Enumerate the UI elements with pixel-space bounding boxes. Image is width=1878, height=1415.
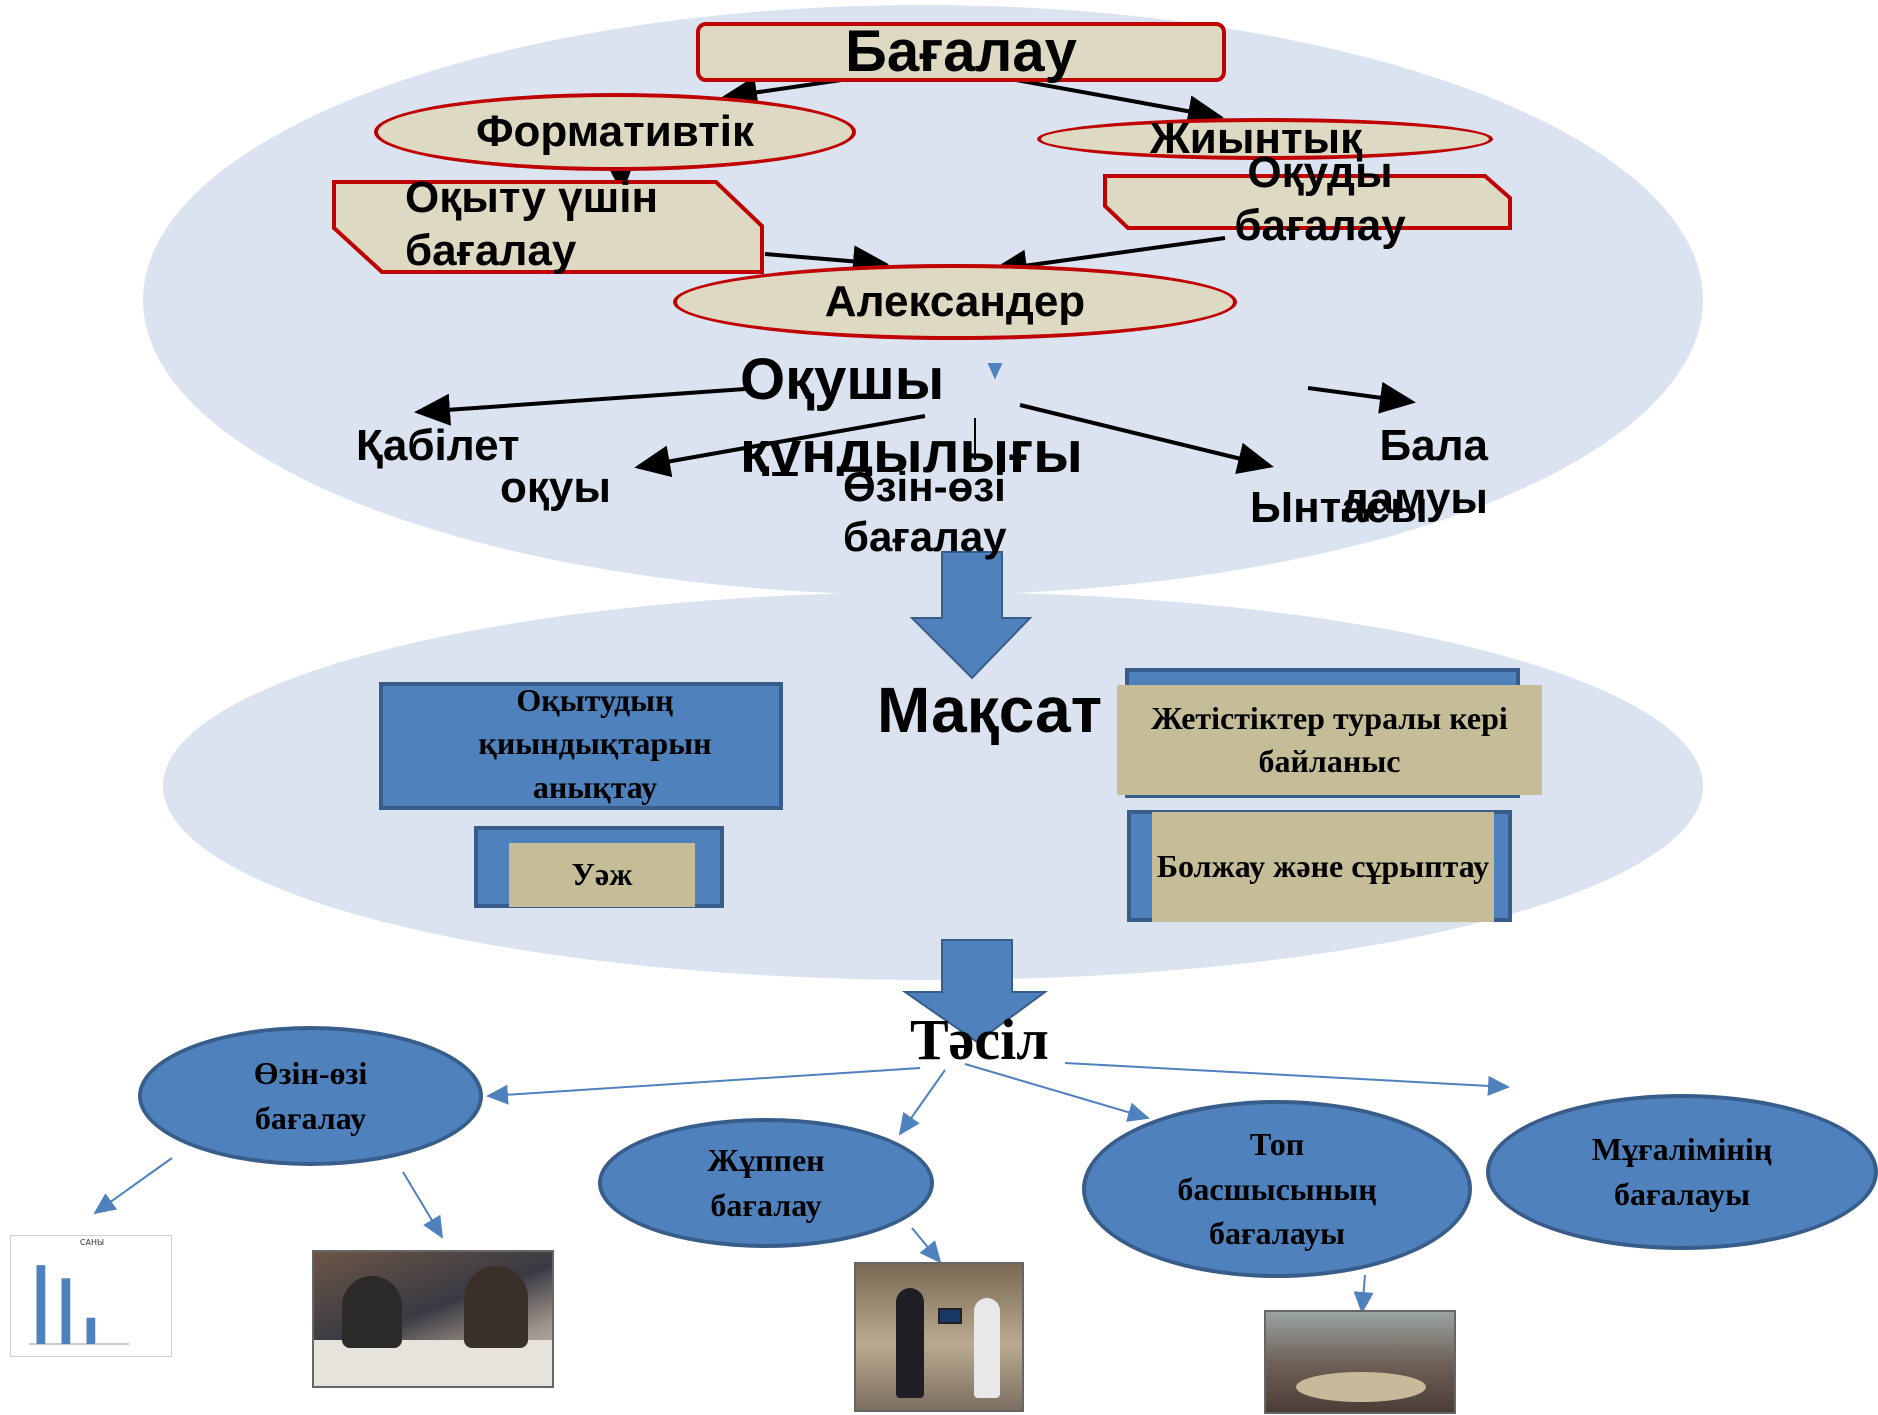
ability-label: Қабілет xyxy=(356,421,520,470)
mini-chart-bar xyxy=(86,1317,96,1344)
child-development-label: Бала дамуы xyxy=(1341,421,1488,523)
alexander-ellipse: Александер xyxy=(673,264,1237,340)
classroom-photo-group xyxy=(1264,1310,1456,1414)
photo-student-2 xyxy=(464,1266,528,1348)
photo-table xyxy=(1296,1372,1426,1402)
formative-ellipse: Формативтік xyxy=(374,93,856,171)
self-assessment-ellipse: Өзін-өзі бағалау xyxy=(138,1026,483,1166)
identify-difficulties-box xyxy=(379,682,783,810)
photo-person-1 xyxy=(896,1288,924,1398)
arrow-method-to-self xyxy=(486,1067,921,1105)
reading-label: оқуы xyxy=(500,463,611,512)
summative-ellipse xyxy=(1037,118,1493,160)
down-block-arrow-1 xyxy=(909,551,1033,680)
arrow-to-interest xyxy=(1019,403,1274,474)
forecast-label: Болжау және сұрыптау xyxy=(1152,812,1494,922)
title-assessment: Бағалау xyxy=(696,19,1226,84)
group-leader-assessment-ellipse: Топ басшысының бағалауы xyxy=(1082,1100,1472,1278)
summative-label: Жиынтық xyxy=(1150,114,1363,163)
assessment-for-learning-box xyxy=(332,180,764,274)
assessment-for-learning-label: Оқыту үшін бағалау xyxy=(405,173,659,275)
arrow-group-to-photo xyxy=(1353,1274,1374,1314)
assessment-of-learning-label: Оқуды бағалау xyxy=(1234,148,1406,250)
assessment-of-learning-box xyxy=(1103,174,1512,230)
arrow-to-summative xyxy=(1004,76,1224,128)
mini-chart-thumbnail: САНЫ xyxy=(10,1235,172,1357)
mini-chart-svg xyxy=(29,1265,129,1345)
goal-label: Мақсат xyxy=(877,674,1103,746)
method-label: Тәсіл xyxy=(910,1007,1049,1072)
feedback-label: Жетістіктер туралы кері байланыс xyxy=(1117,685,1542,795)
mini-chart-title: САНЫ xyxy=(79,1238,105,1247)
arrow-pair-to-photo xyxy=(911,1227,942,1264)
arrow-method-to-group xyxy=(964,1063,1150,1122)
student-value-line1: Оқушы xyxy=(740,347,945,412)
classroom-photo-students xyxy=(312,1250,554,1388)
photo-person-2 xyxy=(974,1298,1000,1398)
arrow-self-to-photo xyxy=(402,1171,444,1239)
photo-student-1 xyxy=(342,1276,402,1348)
classroom-photo-pair xyxy=(854,1262,1024,1412)
identify-difficulties-label: Оқытудың қиындықтарын анықтау xyxy=(478,682,712,805)
arrow-self-to-chart xyxy=(93,1157,173,1215)
pair-assessment-ellipse: Жұппен бағалау xyxy=(598,1118,934,1248)
arrow-to-child xyxy=(1307,381,1416,414)
interest-label: Ынтасы xyxy=(1250,483,1428,532)
arrow-to-alexander-left xyxy=(764,245,889,278)
arrow-method-to-teacher xyxy=(1064,1062,1510,1096)
down-block-arrow-2 xyxy=(901,939,1049,1044)
mini-chart-bar xyxy=(61,1278,71,1344)
mini-chart-bar xyxy=(36,1265,46,1344)
teacher-assessment-ellipse: Мұғалімінің бағалауы xyxy=(1486,1094,1878,1250)
motivation-label: Уәж xyxy=(509,843,695,907)
arrow-to-reading xyxy=(634,414,926,478)
student-value-line2: құндылығы xyxy=(740,424,1083,476)
photo-screen xyxy=(938,1308,962,1324)
arrow-method-to-pair xyxy=(898,1069,946,1136)
arrow-to-ability xyxy=(414,387,746,426)
self-assessment-top-label: Өзін-өзі бағалау xyxy=(843,463,1007,561)
